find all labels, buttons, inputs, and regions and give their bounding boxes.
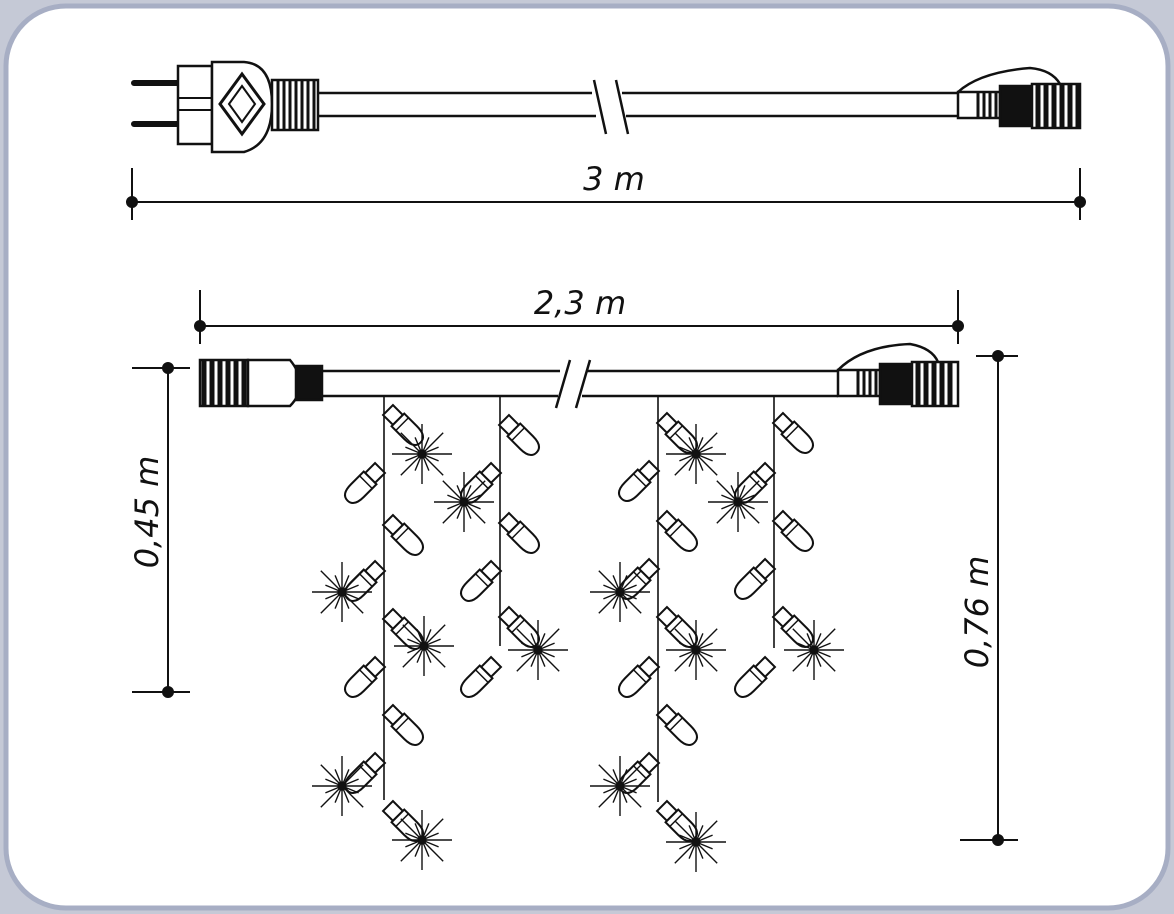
led-bulb-icon [381,403,425,447]
led-bulb-icon [733,557,777,601]
led-bulb-icon [617,459,661,503]
led-bulb-icon [343,655,387,699]
led-bulb-icon [497,511,541,555]
frame [3,3,1171,911]
led-bulb-icon [497,413,541,457]
short-drop-dimension [132,362,190,698]
led-bulb-icon [771,411,815,455]
led-bulb-icon [771,605,815,649]
sparkle-icon [666,620,726,680]
strip-width-dimension [194,290,964,344]
power-cable [131,60,1082,154]
led-bulb-icon [655,411,699,455]
led-bulb-icon [381,607,425,651]
sparkle-icon [590,562,650,622]
led-bulb-icon [655,509,699,553]
sparkle-icon [508,620,568,680]
long-drop-label: 0,76 m [958,556,996,669]
sparkle-icon [394,616,454,676]
light-drops [312,396,844,872]
plug-icon [131,60,320,154]
sparkle-icon [434,472,494,532]
sparkle-icon [666,424,726,484]
sparkle-icon [666,812,726,872]
led-bulb-icon [771,509,815,553]
led-bulb-icon [617,655,661,699]
led-bulb-icon [459,655,503,699]
led-bulb-icon [655,799,699,843]
cable-break-icon [592,79,630,135]
cable-length-dimension [126,168,1086,220]
connector-icon [836,342,960,408]
sparkle-icon [784,620,844,680]
led-bulb-icon [459,559,503,603]
led-bulb-icon [655,703,699,747]
cable-break-icon [554,359,592,409]
long-drop-dimension [960,350,1018,846]
led-bulb-icon [381,703,425,747]
cable-length-label: 3 m [583,160,645,198]
strip-width-label: 2,3 m [534,284,626,322]
led-bulb-icon [617,557,661,601]
led-bulb-icon [733,655,777,699]
led-bulb-icon [381,513,425,557]
sparkle-icon [392,424,452,484]
sparkle-icon [590,756,650,816]
short-drop-label: 0,45 m [128,456,166,569]
sparkle-icon [312,756,372,816]
sparkle-icon [312,562,372,622]
connector-icon [198,358,324,408]
light-strip-cable [198,342,960,409]
connector-icon [956,66,1082,130]
sparkle-icon [708,472,768,532]
led-bulb-icon [343,461,387,505]
sparkle-icon [392,810,452,870]
